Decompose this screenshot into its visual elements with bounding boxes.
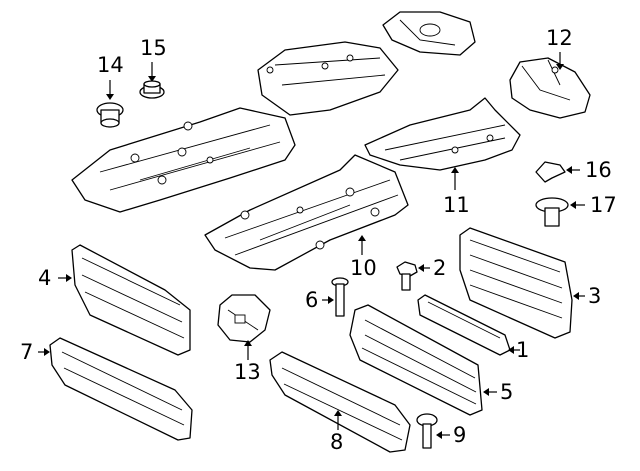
part-7-lower-deflector: [38, 337, 193, 441]
part-14-clip: [96, 80, 124, 128]
part-2-bolt: [396, 261, 430, 291]
part-15-nut: [139, 62, 165, 99]
part-4-deflector-frame: [58, 244, 191, 356]
callout-11-arrow: [451, 167, 459, 173]
callout-6: 6: [305, 288, 319, 312]
callout-8: 8: [330, 430, 344, 454]
callout-1: 1: [516, 338, 530, 362]
upper-tray-part: [382, 11, 476, 56]
callout-12: 12: [546, 26, 573, 50]
part-9-screw: [416, 413, 450, 449]
callout-5: 5: [500, 380, 514, 404]
callout-17: 17: [590, 193, 617, 217]
part-6-bolt: [322, 277, 349, 317]
callout-15: 15: [140, 36, 167, 60]
left-underbody-panel: [71, 107, 296, 213]
callout-10-arrow: [358, 235, 366, 241]
callout-14: 14: [97, 53, 124, 77]
callout-4: 4: [38, 266, 52, 290]
callout-13: 13: [234, 360, 261, 384]
callout-3: 3: [588, 284, 602, 308]
upper-shield-panel: [257, 41, 399, 116]
part-12-bracket: [509, 57, 591, 119]
part-10-center-panel: [204, 154, 409, 271]
part-3-deflector-frame: [459, 227, 585, 339]
part-17-push-pin: [535, 197, 585, 227]
callout-2: 2: [433, 256, 447, 280]
part-1-strip: [417, 294, 520, 356]
part-8-lower-deflector: [269, 351, 411, 453]
part-5-grille-shutter: [349, 304, 497, 416]
part-16-clip: [535, 161, 580, 183]
callout-10: 10: [350, 256, 377, 280]
part-13-bracket: [217, 294, 271, 360]
callout-11: 11: [443, 193, 470, 217]
part-11-right-panel: [364, 97, 521, 171]
callout-9: 9: [453, 423, 467, 447]
callout-12-arrow: [556, 64, 564, 70]
callout-16: 16: [585, 158, 612, 182]
callout-7: 7: [20, 340, 34, 364]
